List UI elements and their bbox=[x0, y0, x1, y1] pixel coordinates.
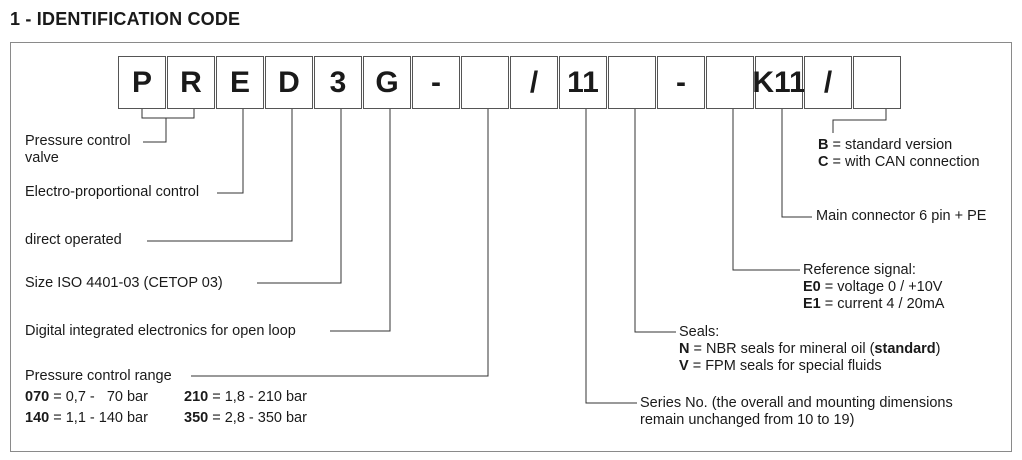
main-connector-label: Main connector 6 pin + PE bbox=[816, 208, 987, 224]
diagram-frame bbox=[10, 42, 1012, 452]
pressure-range-140: 140 = 1,1 - 140 bar bbox=[25, 410, 148, 426]
leader-line bbox=[634, 109, 676, 333]
seals-title: Seals: bbox=[679, 324, 720, 340]
code-box: K11 bbox=[752, 56, 806, 109]
leader-line bbox=[147, 109, 293, 242]
code-boxes: P R E D 3 G - / 11 - K11 / bbox=[118, 56, 901, 109]
leader-line bbox=[832, 109, 887, 133]
leader-line bbox=[781, 109, 812, 218]
pressure-range-070: 070 = 0,7 - 70 bar bbox=[25, 389, 148, 405]
code-box bbox=[706, 56, 754, 109]
code-box: 11 bbox=[559, 56, 607, 109]
code-box: D bbox=[265, 56, 313, 109]
leader-line bbox=[330, 109, 391, 332]
version-b: B = standard version bbox=[818, 137, 953, 153]
code-box: E bbox=[216, 56, 264, 109]
leader-line bbox=[141, 109, 195, 119]
series-label: Series No. (the overall and mounting dim… bbox=[640, 395, 953, 428]
seals-v: V = FPM seals for special fluids bbox=[679, 358, 882, 374]
pressure-range-210: 210 = 1,8 - 210 bar bbox=[184, 389, 307, 405]
code-box bbox=[461, 56, 509, 109]
leader-line bbox=[257, 109, 342, 284]
code-box: P bbox=[118, 56, 166, 109]
code-box bbox=[853, 56, 901, 109]
code-box: R bbox=[167, 56, 215, 109]
electro-proportional-label: Electro-proportional control bbox=[25, 184, 200, 200]
code-box: / bbox=[804, 56, 852, 109]
size-label: Size ISO 4401-03 (CETOP 03) bbox=[25, 275, 223, 291]
leader-line bbox=[191, 109, 489, 377]
code-box: 3 bbox=[314, 56, 362, 109]
pressure-range-350: 350 = 2,8 - 350 bar bbox=[184, 410, 307, 426]
code-box: - bbox=[657, 56, 705, 109]
digital-electronics-label: Digital integrated electronics for open … bbox=[25, 323, 296, 339]
direct-operated-label: direct operated bbox=[25, 232, 122, 248]
leader-line bbox=[143, 118, 167, 143]
leader-line bbox=[217, 109, 244, 194]
pressure-control-valve-label: Pressure control valve bbox=[25, 133, 131, 166]
section-title: 1 - IDENTIFICATION CODE bbox=[10, 9, 241, 29]
code-box bbox=[608, 56, 656, 109]
pressure-range-title: Pressure control range bbox=[25, 368, 172, 384]
seals-n: N = NBR seals for mineral oil (standard) bbox=[679, 341, 941, 357]
version-c: C = with CAN connection bbox=[818, 154, 980, 170]
reference-e0: E0 = voltage 0 / +10V bbox=[803, 279, 943, 295]
leader-line bbox=[585, 109, 637, 404]
reference-signal-title: Reference signal: bbox=[803, 262, 916, 278]
code-box: / bbox=[510, 56, 558, 109]
code-box: G bbox=[363, 56, 411, 109]
reference-e1: E1 = current 4 / 20mA bbox=[803, 296, 945, 312]
code-box: - bbox=[412, 56, 460, 109]
leader-line bbox=[732, 109, 800, 271]
